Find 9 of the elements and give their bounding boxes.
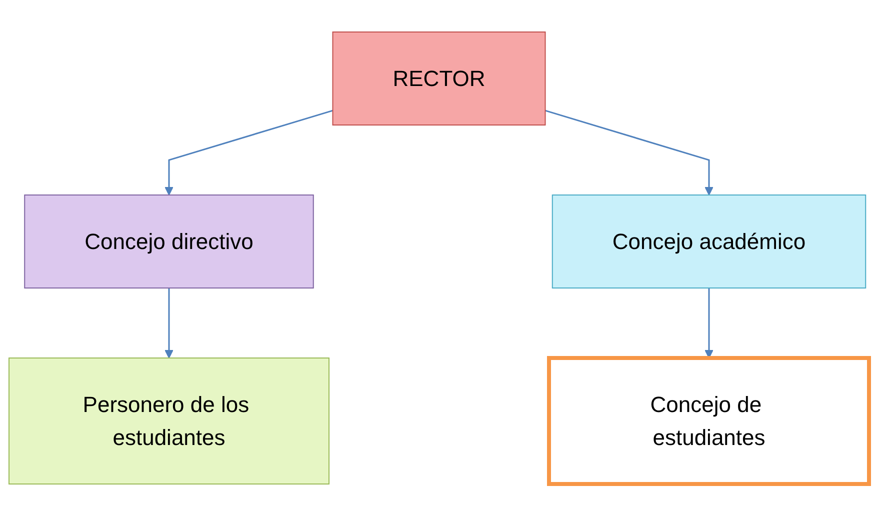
node-box: Concejo directivo (24, 194, 314, 288)
node-box: RECTOR (332, 32, 546, 126)
arrow (164, 110, 333, 196)
node-box: Concejo académico (552, 194, 866, 288)
arrow (545, 110, 714, 196)
arrow (704, 288, 714, 358)
arrow (164, 288, 174, 358)
node-box: Personero de los estudiantes (8, 358, 330, 484)
node-box: Concejo de estudiantes (547, 356, 871, 486)
